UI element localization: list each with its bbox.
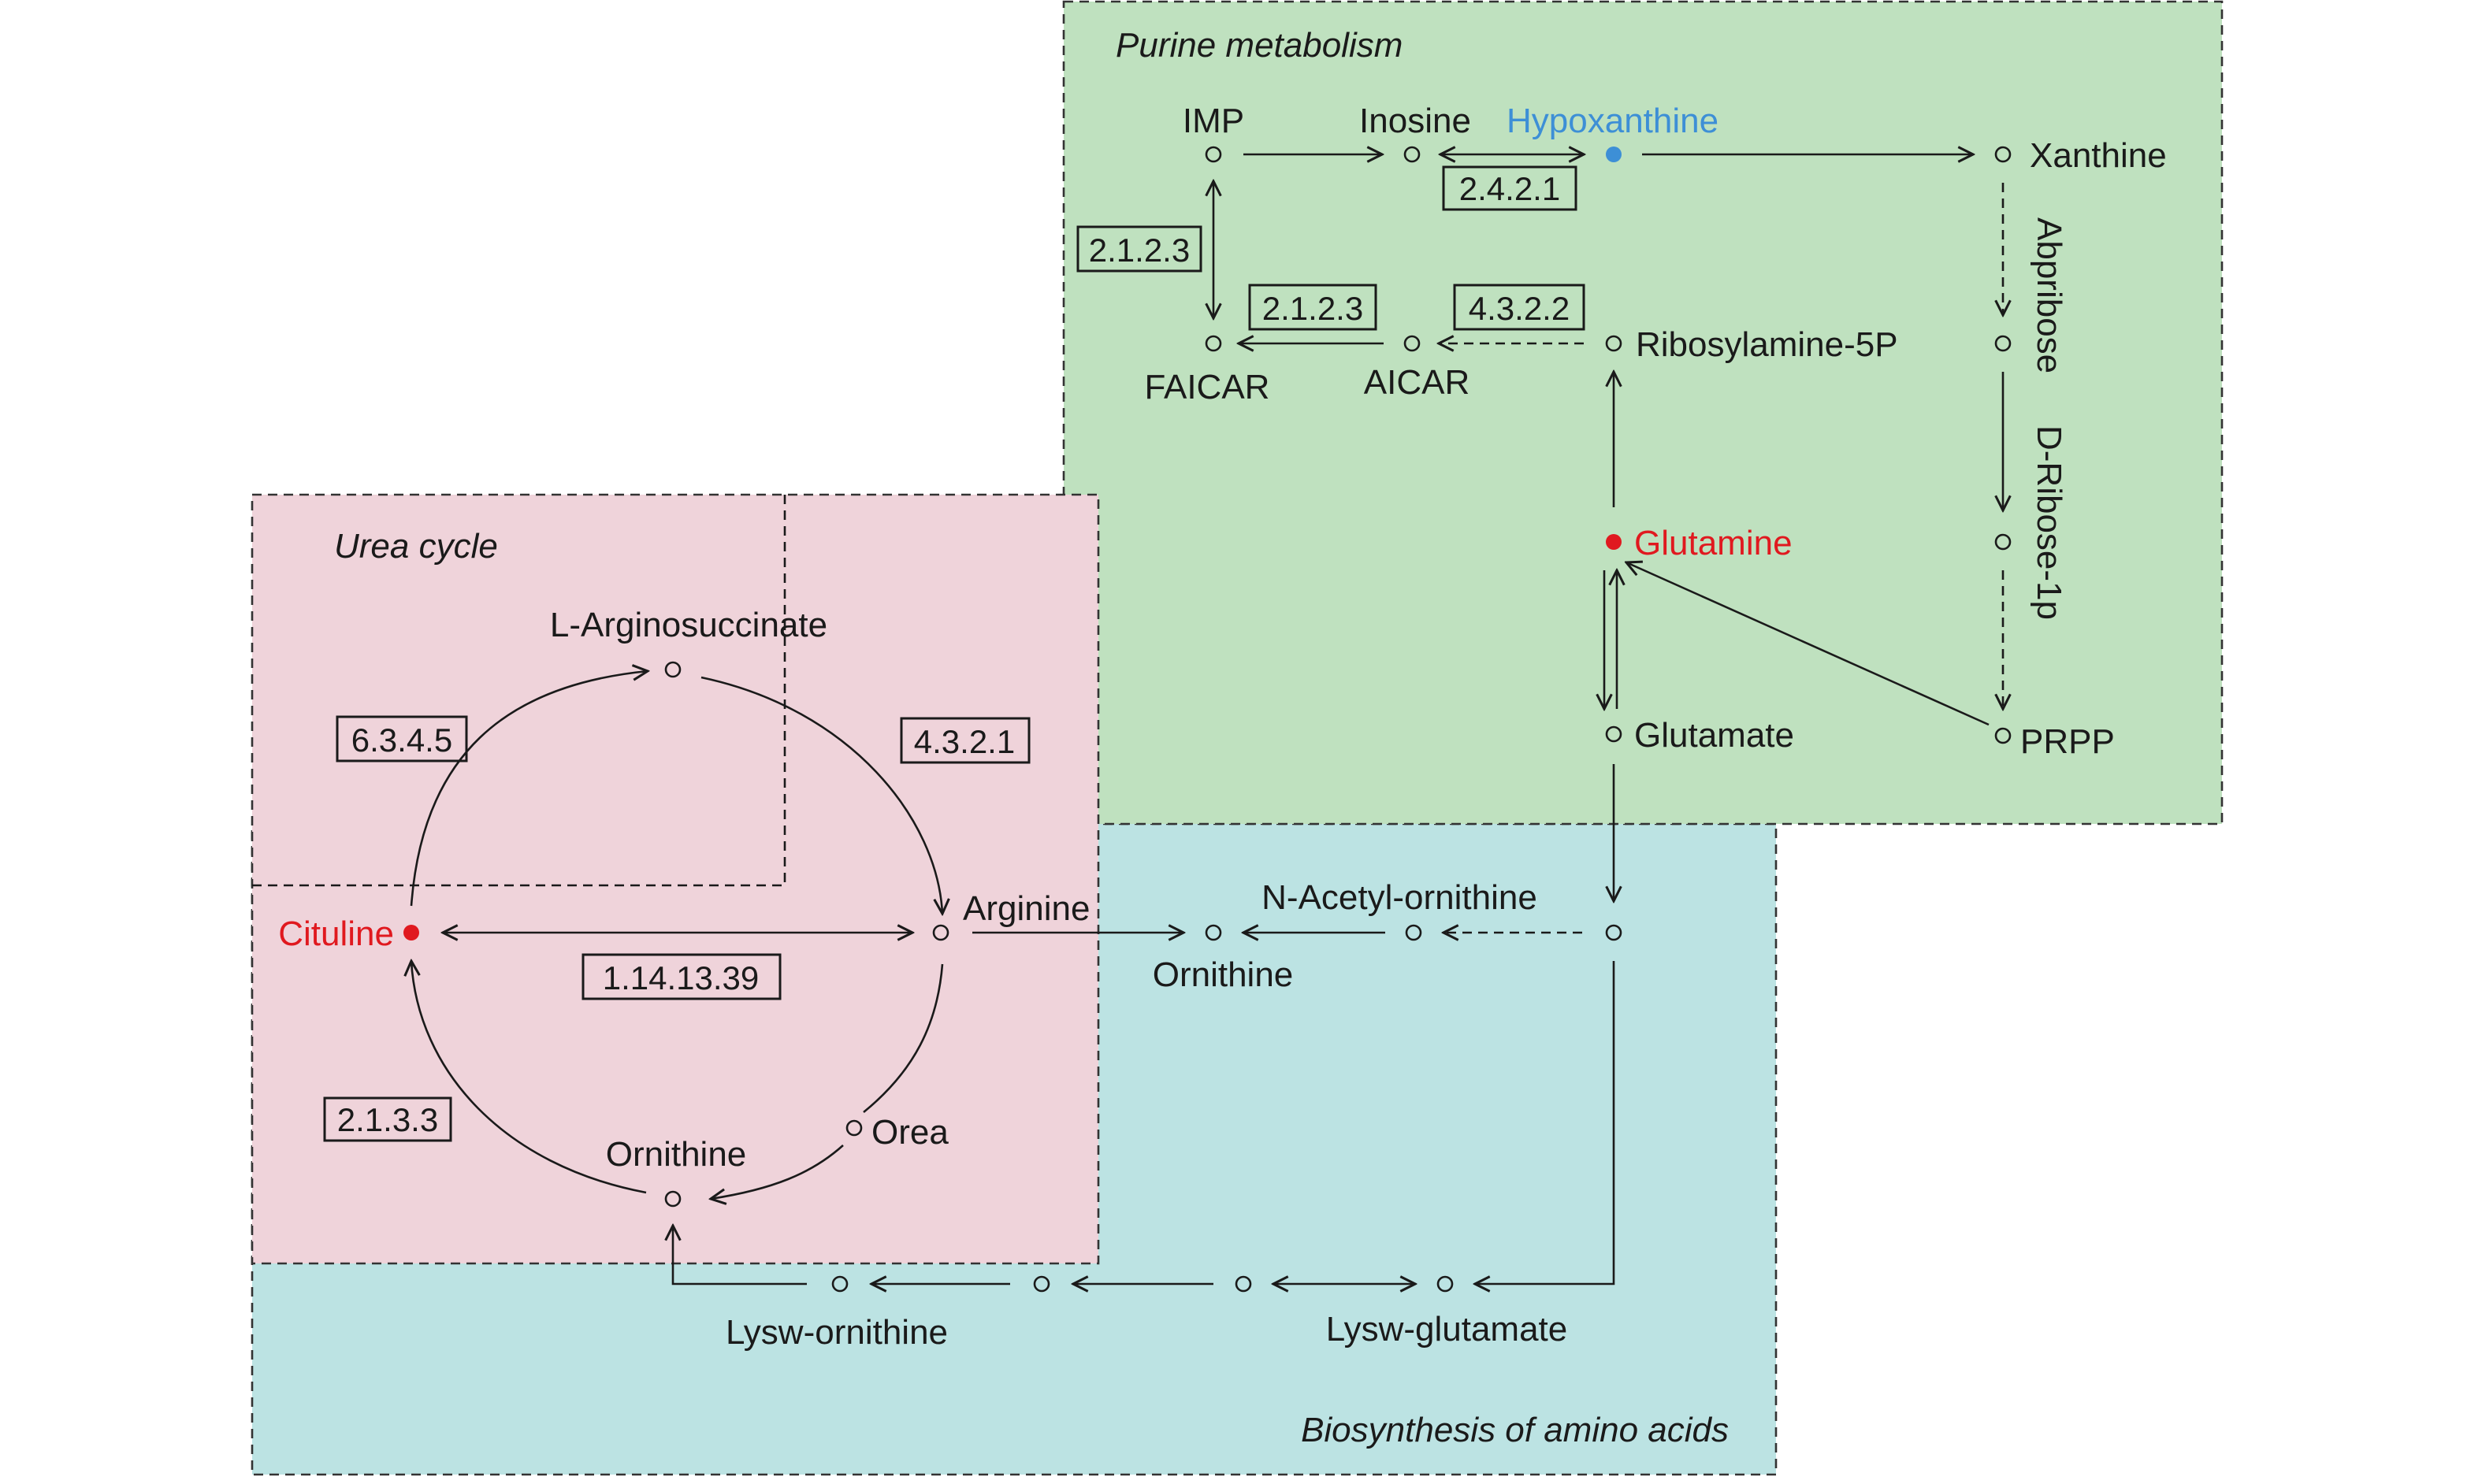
arrow-ornithine-citulline — [411, 961, 647, 1194]
node-l-arginosuccinate[interactable] — [664, 661, 682, 678]
label-glutamine: Glutamine — [1634, 524, 1793, 562]
svg-text:4.3.2.2: 4.3.2.2 — [1469, 290, 1570, 327]
label-prpp: PRPP — [2020, 722, 2115, 761]
node-faicar[interactable] — [1205, 335, 1222, 352]
node-xanthine[interactable] — [1994, 146, 2012, 163]
node-orea[interactable] — [845, 1119, 863, 1137]
label-d-ribose: D-Ribose-1p — [2030, 425, 2068, 620]
node-bottom-3[interactable] — [1235, 1275, 1252, 1293]
urea-inner-divider — [252, 495, 786, 887]
node-ornithine-amino[interactable] — [1205, 924, 1222, 941]
arrow-citulline-l-arginosuccinate — [410, 671, 648, 907]
purine-region-title: Purine metabolism — [1116, 26, 1403, 65]
node-arginine[interactable] — [932, 924, 949, 941]
urea-region — [251, 493, 1100, 1265]
arrow-l-arginosuccinate-arginine — [700, 676, 942, 914]
node-lysw-glutamate[interactable] — [1436, 1275, 1454, 1293]
enzyme-box-2-1-2-3-left[interactable]: 2.1.2.3 — [1076, 225, 1202, 273]
node-glutamate[interactable] — [1605, 725, 1622, 743]
label-imp: IMP — [1183, 102, 1244, 140]
label-xanthine: Xanthine — [2030, 136, 2167, 175]
svg-text:4.3.2.1: 4.3.2.1 — [914, 723, 1015, 760]
node-glutamine[interactable] — [1606, 534, 1622, 550]
node-hypoxanthine[interactable] — [1606, 147, 1622, 162]
label-n-acetyl-ornithine: N-Acetyl-ornithine — [1261, 878, 1537, 917]
label-orea: Orea — [871, 1113, 949, 1152]
node-ribosylamine[interactable] — [1605, 335, 1622, 352]
label-lysw-glutamate: Lysw-glutamate — [1326, 1310, 1568, 1349]
urea-region-title: Urea cycle — [334, 527, 498, 566]
arrow-lysw-ornithine-ornithine — [673, 1226, 807, 1286]
node-intermediate-glutamate[interactable] — [1605, 924, 1622, 941]
enzyme-box-6-3-4-5[interactable]: 6.3.4.5 — [336, 715, 468, 762]
label-ribosylamine: Ribosylamine-5P — [1636, 325, 1898, 364]
svg-text:2.1.3.3: 2.1.3.3 — [337, 1101, 438, 1138]
svg-text:2.1.2.3: 2.1.2.3 — [1262, 290, 1363, 327]
enzyme-box-2-1-3-3[interactable]: 2.1.3.3 — [323, 1096, 452, 1142]
svg-text:1.14.13.39: 1.14.13.39 — [603, 959, 760, 996]
svg-text:2.4.2.1: 2.4.2.1 — [1459, 170, 1560, 207]
label-faicar: FAICAR — [1145, 368, 1270, 406]
label-lysw-ornithine: Lysw-ornithine — [726, 1313, 948, 1352]
enzyme-box-4-3-2-1[interactable]: 4.3.2.1 — [900, 717, 1031, 764]
node-citulline[interactable] — [403, 925, 419, 940]
label-abpribose: Abpribose — [2030, 217, 2068, 373]
enzyme-box-2-1-2-3[interactable]: 2.1.2.3 — [1248, 284, 1377, 331]
node-d-ribose[interactable] — [1994, 533, 2012, 551]
label-inosine: Inosine — [1359, 102, 1471, 140]
enzyme-box-2-4-2-1[interactable]: 2.4.2.1 — [1442, 165, 1577, 211]
arrow-prpp-glutamine — [1626, 562, 1990, 726]
arrow-intermediate-lysw-glutamate — [1475, 961, 1615, 1284]
svg-text:6.3.4.5: 6.3.4.5 — [351, 722, 452, 759]
node-abpribose[interactable] — [1994, 335, 2012, 352]
label-l-arginosuccinate: L-Arginosuccinate — [550, 606, 827, 644]
enzyme-box-1-14-13-39[interactable]: 1.14.13.39 — [581, 953, 782, 1000]
amino-region-title: Biosynthesis of amino acids — [1301, 1411, 1729, 1449]
node-ornithine-urea[interactable] — [664, 1190, 682, 1208]
label-aicar: AICAR — [1364, 363, 1470, 402]
svg-text:2.1.2.3: 2.1.2.3 — [1089, 232, 1190, 269]
arrow-arginine-orea — [863, 963, 944, 1114]
label-ornithine-amino: Ornithine — [1153, 955, 1294, 994]
node-imp[interactable] — [1205, 146, 1222, 163]
label-hypoxanthine: Hypoxanthine — [1507, 102, 1718, 140]
node-lysw-ornithine[interactable] — [831, 1275, 849, 1293]
label-citulline: Cituline — [278, 915, 394, 953]
purine-region — [1062, 0, 2224, 825]
label-glutamate: Glutamate — [1634, 716, 1794, 755]
node-prpp[interactable] — [1994, 727, 2012, 744]
node-aicar[interactable] — [1403, 335, 1421, 352]
label-ornithine-urea: Ornithine — [606, 1135, 747, 1174]
node-n-acetyl-ornithine[interactable] — [1405, 924, 1422, 941]
node-inosine[interactable] — [1403, 146, 1421, 163]
enzyme-box-4-3-2-2[interactable]: 4.3.2.2 — [1453, 284, 1585, 331]
node-bottom-2[interactable] — [1033, 1275, 1050, 1293]
arrow-orea-ornithine — [711, 1145, 844, 1199]
label-arginine: Arginine — [963, 889, 1090, 928]
